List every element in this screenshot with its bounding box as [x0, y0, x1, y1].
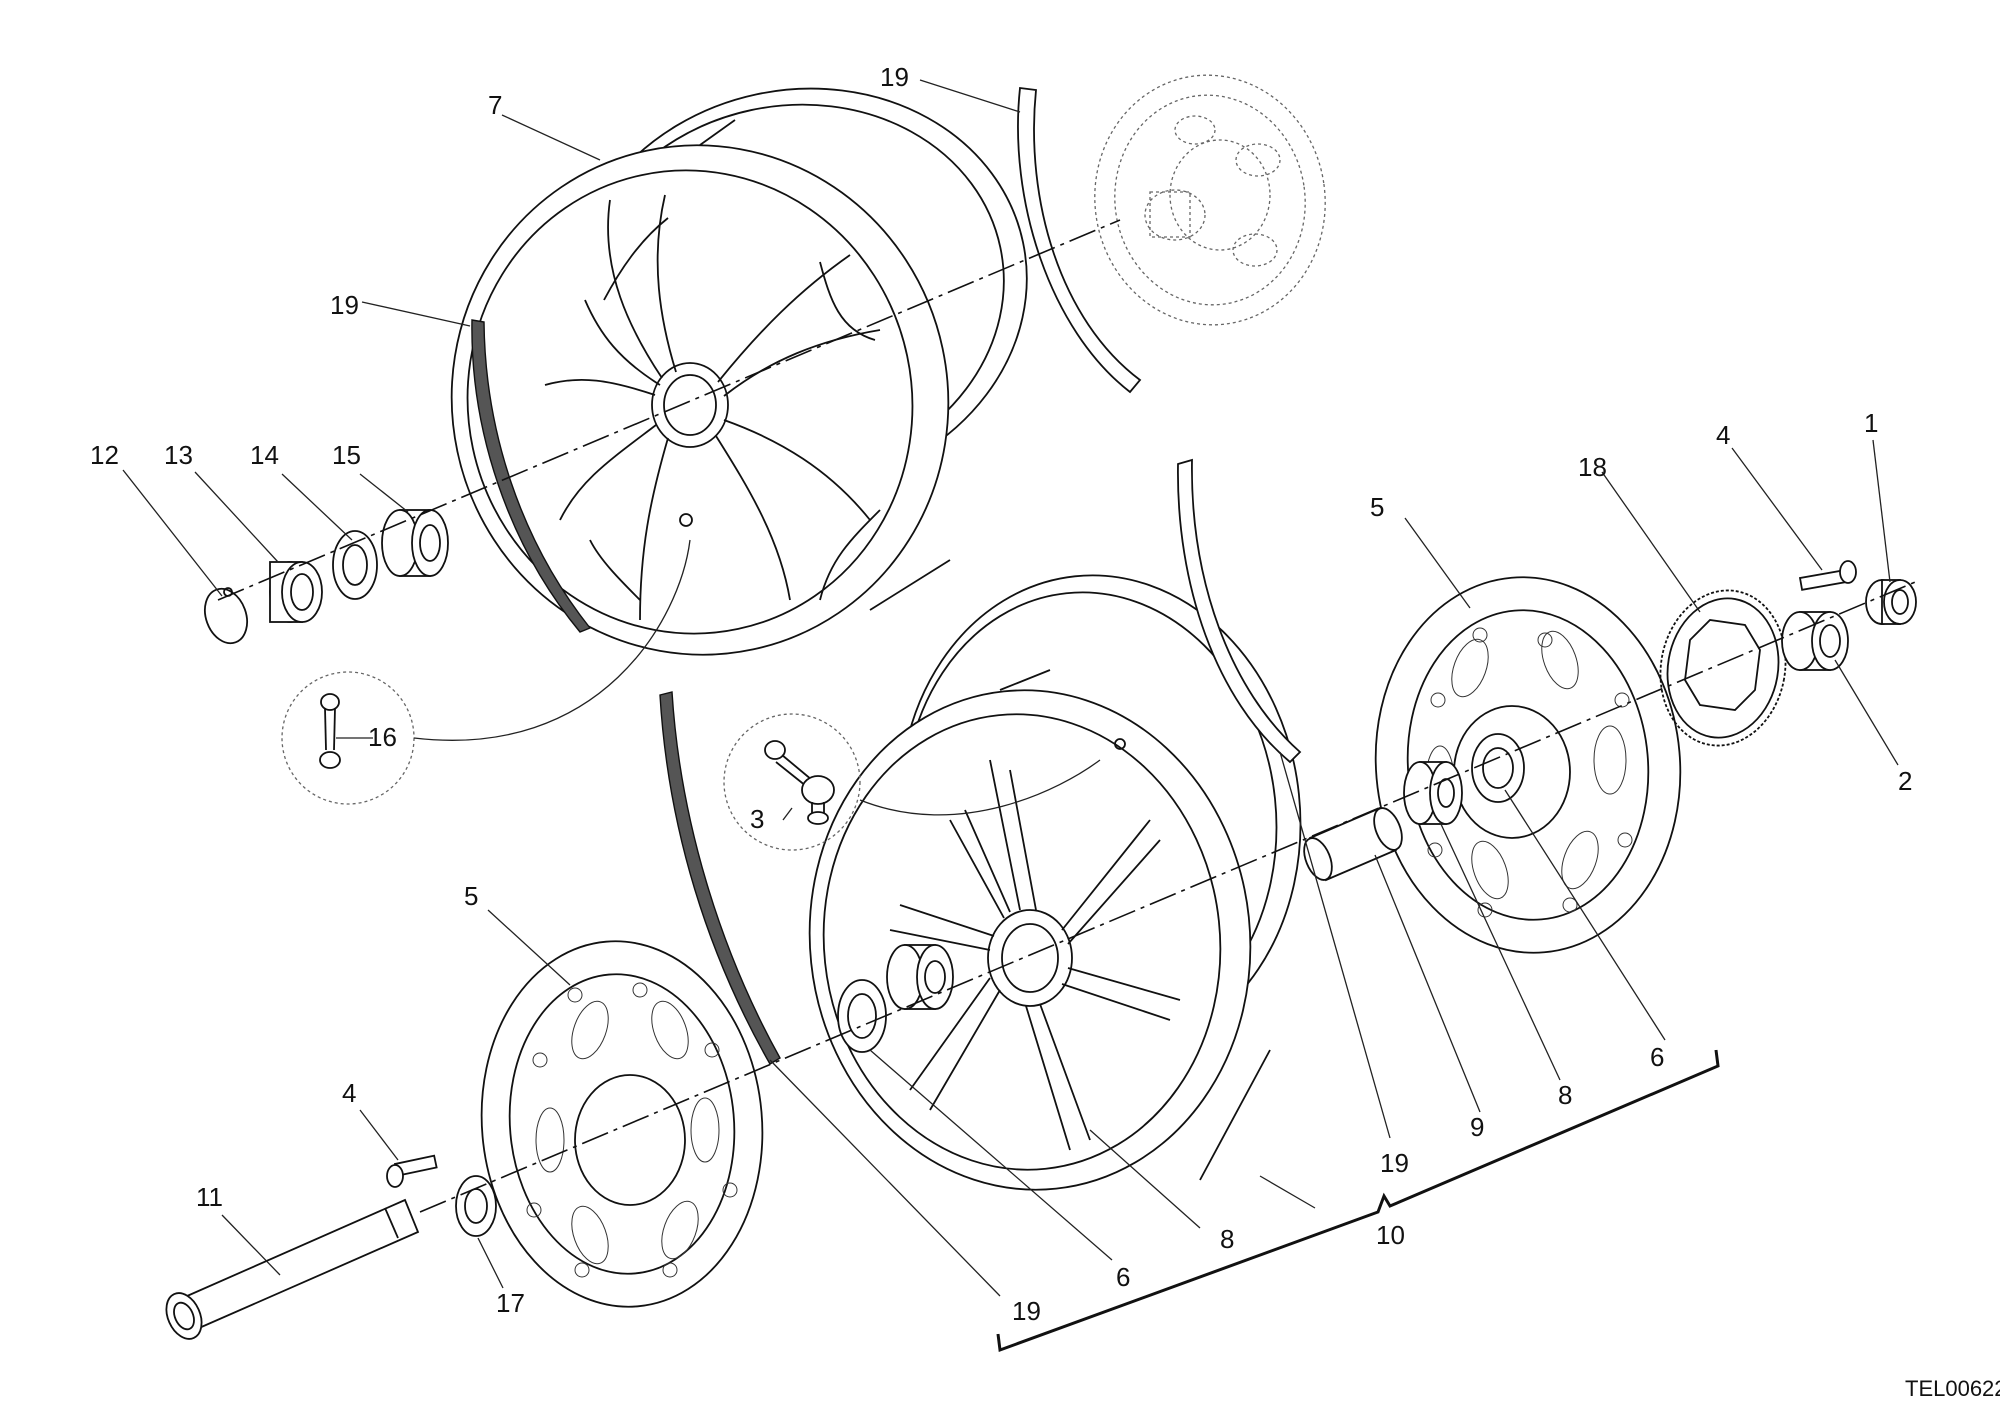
callout-6: 6 [1650, 1042, 1664, 1072]
callout-6: 6 [1116, 1262, 1130, 1292]
callout-8: 8 [1558, 1080, 1572, 1110]
rear-axis [217, 219, 1121, 601]
ring-nut-13 [269, 561, 323, 623]
callout-19: 19 [880, 62, 909, 92]
front-brake-disc-left-5 [480, 940, 764, 1308]
front-brake-disc-right-5 [1374, 576, 1682, 954]
leader-16 [413, 539, 691, 741]
callout-11: 11 [196, 1182, 223, 1212]
callout-9: 9 [1470, 1112, 1484, 1142]
front-axle-11 [165, 1198, 420, 1340]
callout-5: 5 [1370, 492, 1384, 522]
leader-lines [122, 79, 1899, 1297]
disc-bolt-4-right [1798, 560, 1857, 591]
rear-rim-tape-right [1017, 86, 1142, 394]
callout-15: 15 [332, 440, 361, 470]
bearing-8-right [1403, 761, 1463, 825]
callout-8: 8 [1220, 1224, 1234, 1254]
callout-4: 4 [1716, 420, 1730, 450]
valve-detail-3 [723, 713, 861, 851]
rear-sprocket-flange [1094, 74, 1326, 326]
callout-5: 5 [464, 881, 478, 911]
front-wheel [808, 574, 1302, 1191]
front-rim-tape-right [1177, 458, 1302, 764]
callout-16: 16 [368, 722, 397, 752]
circlip-12 [204, 587, 248, 645]
callout-labels: 1 2 3 4 4 5 5 6 6 7 8 8 9 10 11 12 13 14… [90, 62, 1912, 1326]
front-wheel-assembly-bracket-10 [996, 1049, 1720, 1353]
bearing-6-right [1471, 733, 1525, 803]
rear-rim-tape-left [471, 319, 592, 633]
callout-1: 1 [1864, 408, 1878, 438]
callout-10: 10 [1376, 1220, 1405, 1250]
spacer-tube-9 [1303, 806, 1403, 882]
valve-detail-16 [281, 671, 415, 805]
front-rim-tape-left [659, 691, 781, 1065]
bearing-8-left [886, 944, 954, 1010]
callout-18: 18 [1578, 452, 1607, 482]
rear-wheel [450, 87, 1028, 656]
callout-19: 19 [1380, 1148, 1409, 1178]
axle-nut-1 [1865, 579, 1917, 625]
callout-19: 19 [1012, 1296, 1041, 1326]
callout-14: 14 [250, 440, 279, 470]
bearing-15 [381, 509, 449, 577]
abs-tone-wheel-18 [1659, 589, 1787, 747]
callout-7: 7 [488, 90, 502, 120]
bearing-6-left [837, 979, 887, 1053]
callout-4: 4 [342, 1078, 356, 1108]
callout-3: 3 [750, 804, 764, 834]
callout-2: 2 [1898, 766, 1912, 796]
front-axis [419, 579, 1921, 1213]
diagram-code: TEL00622 [1905, 1376, 2000, 1401]
callout-12: 12 [90, 440, 119, 470]
spacer-2 [1781, 611, 1849, 671]
spacer-17 [455, 1175, 497, 1237]
callout-17: 17 [496, 1288, 525, 1318]
callout-13: 13 [164, 440, 193, 470]
callout-19: 19 [330, 290, 359, 320]
disc-bolt-4-left [386, 1154, 438, 1188]
leader-3 [859, 759, 1101, 816]
spacer-14 [332, 530, 378, 600]
